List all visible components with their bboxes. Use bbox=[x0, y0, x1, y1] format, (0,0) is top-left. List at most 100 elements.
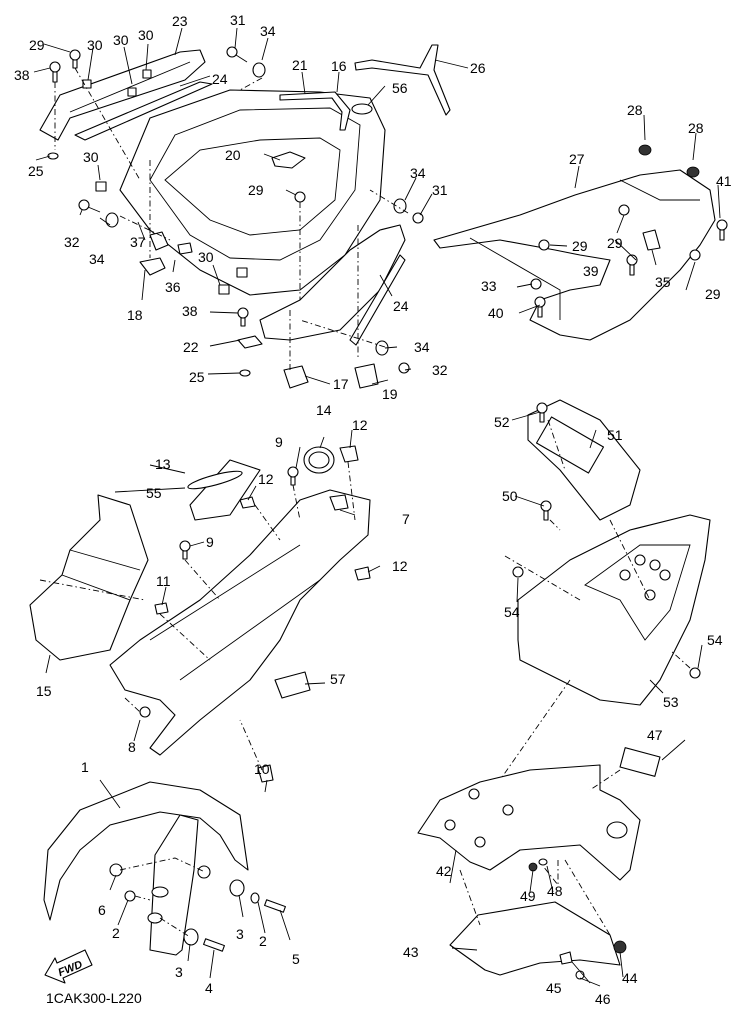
callout-label: 27 bbox=[569, 151, 585, 167]
callout-label: 30 bbox=[83, 149, 99, 165]
callout-label: 12 bbox=[392, 558, 408, 574]
side-molding-24-upper bbox=[74, 81, 213, 141]
callout-label: 2 bbox=[112, 925, 120, 941]
callout-label: 3 bbox=[175, 964, 183, 980]
rear-fender-53 bbox=[517, 514, 711, 706]
callout-label: 34 bbox=[410, 165, 426, 181]
mud-flap-43 bbox=[449, 901, 621, 976]
assembly-lines-middle-left bbox=[39, 461, 356, 771]
callout-label: 49 bbox=[520, 888, 536, 904]
reflector-47 bbox=[619, 747, 661, 777]
callout-label: 34 bbox=[260, 23, 276, 39]
callout-label: 51 bbox=[607, 427, 623, 443]
callout-label: 7 bbox=[402, 511, 410, 527]
callout-label: 13 bbox=[155, 456, 171, 472]
callout-label: 43 bbox=[403, 944, 419, 960]
diagram-code: 1CAK300-L220 bbox=[46, 990, 142, 1006]
callout-label: 57 bbox=[330, 671, 346, 687]
callout-label: 38 bbox=[14, 67, 30, 83]
callout-label: 46 bbox=[595, 991, 611, 1007]
callout-label: 6 bbox=[98, 902, 106, 918]
callout-label: 39 bbox=[583, 263, 599, 279]
callout-label: 18 bbox=[127, 307, 143, 323]
side-cover-lower-right bbox=[259, 224, 406, 346]
callout-label: 11 bbox=[156, 573, 171, 589]
bracket-26 bbox=[354, 44, 451, 116]
callout-label: 26 bbox=[470, 60, 486, 76]
callout-label: 30 bbox=[113, 32, 129, 48]
callout-label: 31 bbox=[230, 12, 246, 28]
callout-label: 40 bbox=[488, 305, 504, 321]
grab-bar-21 bbox=[279, 91, 351, 131]
bracket-51 bbox=[527, 399, 641, 521]
callout-label: 47 bbox=[647, 727, 663, 743]
fasteners-top-left bbox=[47, 46, 424, 389]
callout-label: 2 bbox=[259, 933, 267, 949]
battery-cover-15 bbox=[29, 494, 149, 661]
callout-label: 30 bbox=[87, 37, 103, 53]
callout-label: 16 bbox=[331, 58, 347, 74]
callout-label: 1 bbox=[81, 759, 89, 775]
callout-label: 30 bbox=[198, 249, 214, 265]
callout-label: 56 bbox=[392, 80, 408, 96]
callout-label: 31 bbox=[432, 182, 448, 198]
callout-label: 8 bbox=[128, 739, 136, 755]
callout-label: 10 bbox=[254, 761, 270, 777]
fasteners-middle-right bbox=[512, 402, 701, 679]
assembly-lines-top-left bbox=[54, 67, 409, 370]
leader-lines bbox=[33, 27, 721, 987]
damper-20 bbox=[271, 151, 306, 169]
rear-fender-42 bbox=[417, 764, 641, 881]
callout-label: 34 bbox=[89, 251, 105, 267]
assembly-lines-bottom-right bbox=[459, 769, 621, 936]
callout-label: 5 bbox=[292, 951, 300, 967]
callout-label: 12 bbox=[352, 417, 368, 433]
fasteners-bottom-left bbox=[109, 863, 286, 952]
callout-label: 25 bbox=[189, 369, 205, 385]
callout-label: 54 bbox=[707, 632, 723, 648]
callout-label: 48 bbox=[547, 883, 563, 899]
battery-band-55-13 bbox=[187, 459, 261, 521]
callout-label: 34 bbox=[414, 339, 430, 355]
callout-label: 54 bbox=[504, 604, 520, 620]
rear-frame-7 bbox=[109, 489, 371, 756]
callout-label: 25 bbox=[28, 163, 44, 179]
fasteners-top-right bbox=[530, 144, 728, 318]
fasteners-middle-left bbox=[139, 445, 371, 783]
callout-label: 19 bbox=[382, 386, 398, 402]
callout-label: 9 bbox=[275, 434, 283, 450]
callout-label: 24 bbox=[212, 71, 228, 87]
assembly-lines-bottom-left bbox=[119, 857, 206, 938]
callout-label: 17 bbox=[333, 376, 349, 392]
callout-label: 29 bbox=[572, 238, 588, 254]
callout-label: 32 bbox=[64, 234, 80, 250]
callout-label: 55 bbox=[146, 485, 162, 501]
callout-label: 28 bbox=[627, 102, 643, 118]
callout-label: 50 bbox=[502, 488, 518, 504]
seat-bracket-27 bbox=[433, 169, 716, 341]
callout-label: 33 bbox=[481, 278, 497, 294]
callout-label: 24 bbox=[393, 298, 409, 314]
callout-label: 29 bbox=[248, 182, 264, 198]
callout-label: 22 bbox=[183, 339, 199, 355]
callout-label: 45 bbox=[546, 980, 562, 996]
callout-label: 44 bbox=[622, 970, 638, 986]
callout-label: 12 bbox=[258, 471, 274, 487]
callout-label: 38 bbox=[182, 303, 198, 319]
fwd-direction-arrow: FWD bbox=[44, 949, 93, 984]
callout-label: 29 bbox=[607, 235, 623, 251]
callout-label: 15 bbox=[36, 683, 52, 699]
callout-label: 28 bbox=[688, 120, 704, 136]
callout-labels: 29 38 30 30 30 23 24 31 34 21 16 26 56 2… bbox=[14, 12, 732, 1007]
callout-label: 23 bbox=[172, 13, 188, 29]
callout-label: 3 bbox=[236, 926, 244, 942]
callout-label: 41 bbox=[716, 173, 732, 189]
callout-label: 29 bbox=[705, 286, 721, 302]
callout-label: 52 bbox=[494, 414, 510, 430]
callout-label: 14 bbox=[316, 402, 332, 418]
callout-label: 29 bbox=[29, 37, 45, 53]
callout-label: 37 bbox=[130, 234, 146, 250]
callout-label: 36 bbox=[165, 279, 181, 295]
assembly-lines-middle-right bbox=[499, 419, 691, 781]
